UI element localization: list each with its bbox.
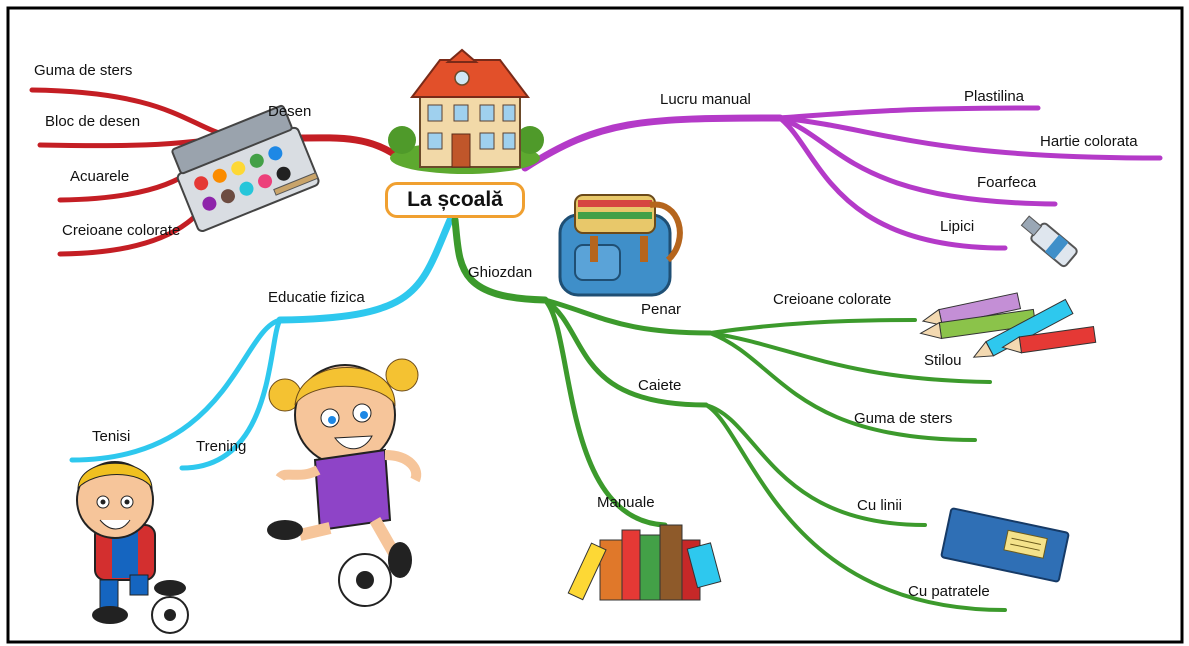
boy-with-ball-icon	[76, 461, 189, 634]
ghiozdan-line-caiete	[542, 297, 709, 408]
penar-item-creioane: Creioane colorate	[773, 291, 892, 308]
penar-item-stilou: Stilou	[924, 352, 962, 369]
caiete-line-linii	[704, 403, 927, 527]
colored-pencils-icon	[919, 292, 1097, 358]
paint-palette-icon	[171, 104, 320, 233]
educatie-line-tenisi	[69, 317, 283, 463]
educatie-line-trening	[179, 317, 283, 471]
desen-item-creioane: Creioane colorate	[62, 222, 181, 239]
lucru-manual-label: Lucru manual	[660, 91, 751, 108]
penar-item-guma: Guma de sters	[854, 410, 953, 427]
ghiozdan-branch-lines	[451, 216, 1007, 612]
desen-label: Desen	[268, 103, 312, 120]
lucru-line-lipici	[777, 115, 1008, 251]
lucru-item-hartie: Hartie colorata	[1040, 133, 1138, 150]
lucru-line-hartie	[777, 115, 1163, 161]
lucru-branch-lines	[521, 105, 1163, 251]
lucru-item-plastilina: Plastilina	[964, 88, 1025, 105]
educatie-fizica-label: Educatie fizica	[268, 289, 365, 306]
ghiozdan-main-line	[451, 216, 549, 304]
ghiozdan-label: Ghiozdan	[468, 264, 533, 281]
desen-item-guma: Guma de sters	[34, 62, 133, 79]
penar-line-stilou	[708, 331, 992, 384]
root-node: La școală	[385, 182, 525, 218]
ghiozdan-line-manuale	[542, 297, 668, 528]
caiete-item-linii: Cu linii	[857, 497, 903, 514]
school-building-icon	[388, 48, 544, 174]
lucru-item-lipici: Lipici	[940, 218, 975, 235]
lucru-main-line	[521, 114, 784, 172]
frame-border	[6, 6, 1184, 644]
backpack-icon	[558, 194, 683, 297]
penar-line-guma	[708, 331, 977, 442]
books-icon	[567, 524, 722, 601]
notebook-icon	[940, 507, 1070, 583]
lucru-line-foarfeca	[777, 115, 1058, 207]
girl-kicking-ball-icon	[267, 358, 422, 607]
educatie-item-tenisi: Tenisi	[92, 428, 131, 445]
root-label: La școală	[407, 188, 503, 211]
manuale-label: Manuale	[597, 494, 655, 511]
ghiozdan-line-penar	[542, 297, 713, 336]
desen-item-acuarele: Acuarele	[70, 168, 130, 185]
glue-tube-icon	[1020, 215, 1078, 268]
penar-line-creioane	[708, 318, 917, 335]
lucru-line-plastilina	[777, 105, 1041, 121]
caiete-line-patratele	[704, 403, 1007, 612]
educatie-main-line	[276, 216, 454, 324]
penar-label: Penar	[641, 301, 682, 318]
lucru-item-foarfeca: Foarfeca	[977, 174, 1037, 191]
caiete-label: Caiete	[638, 377, 682, 394]
caiete-item-patratele: Cu patratele	[908, 583, 990, 600]
desen-item-bloc: Bloc de desen	[45, 113, 141, 130]
educatie-branch-lines	[69, 216, 454, 471]
educatie-item-trening: Trening	[196, 438, 247, 455]
